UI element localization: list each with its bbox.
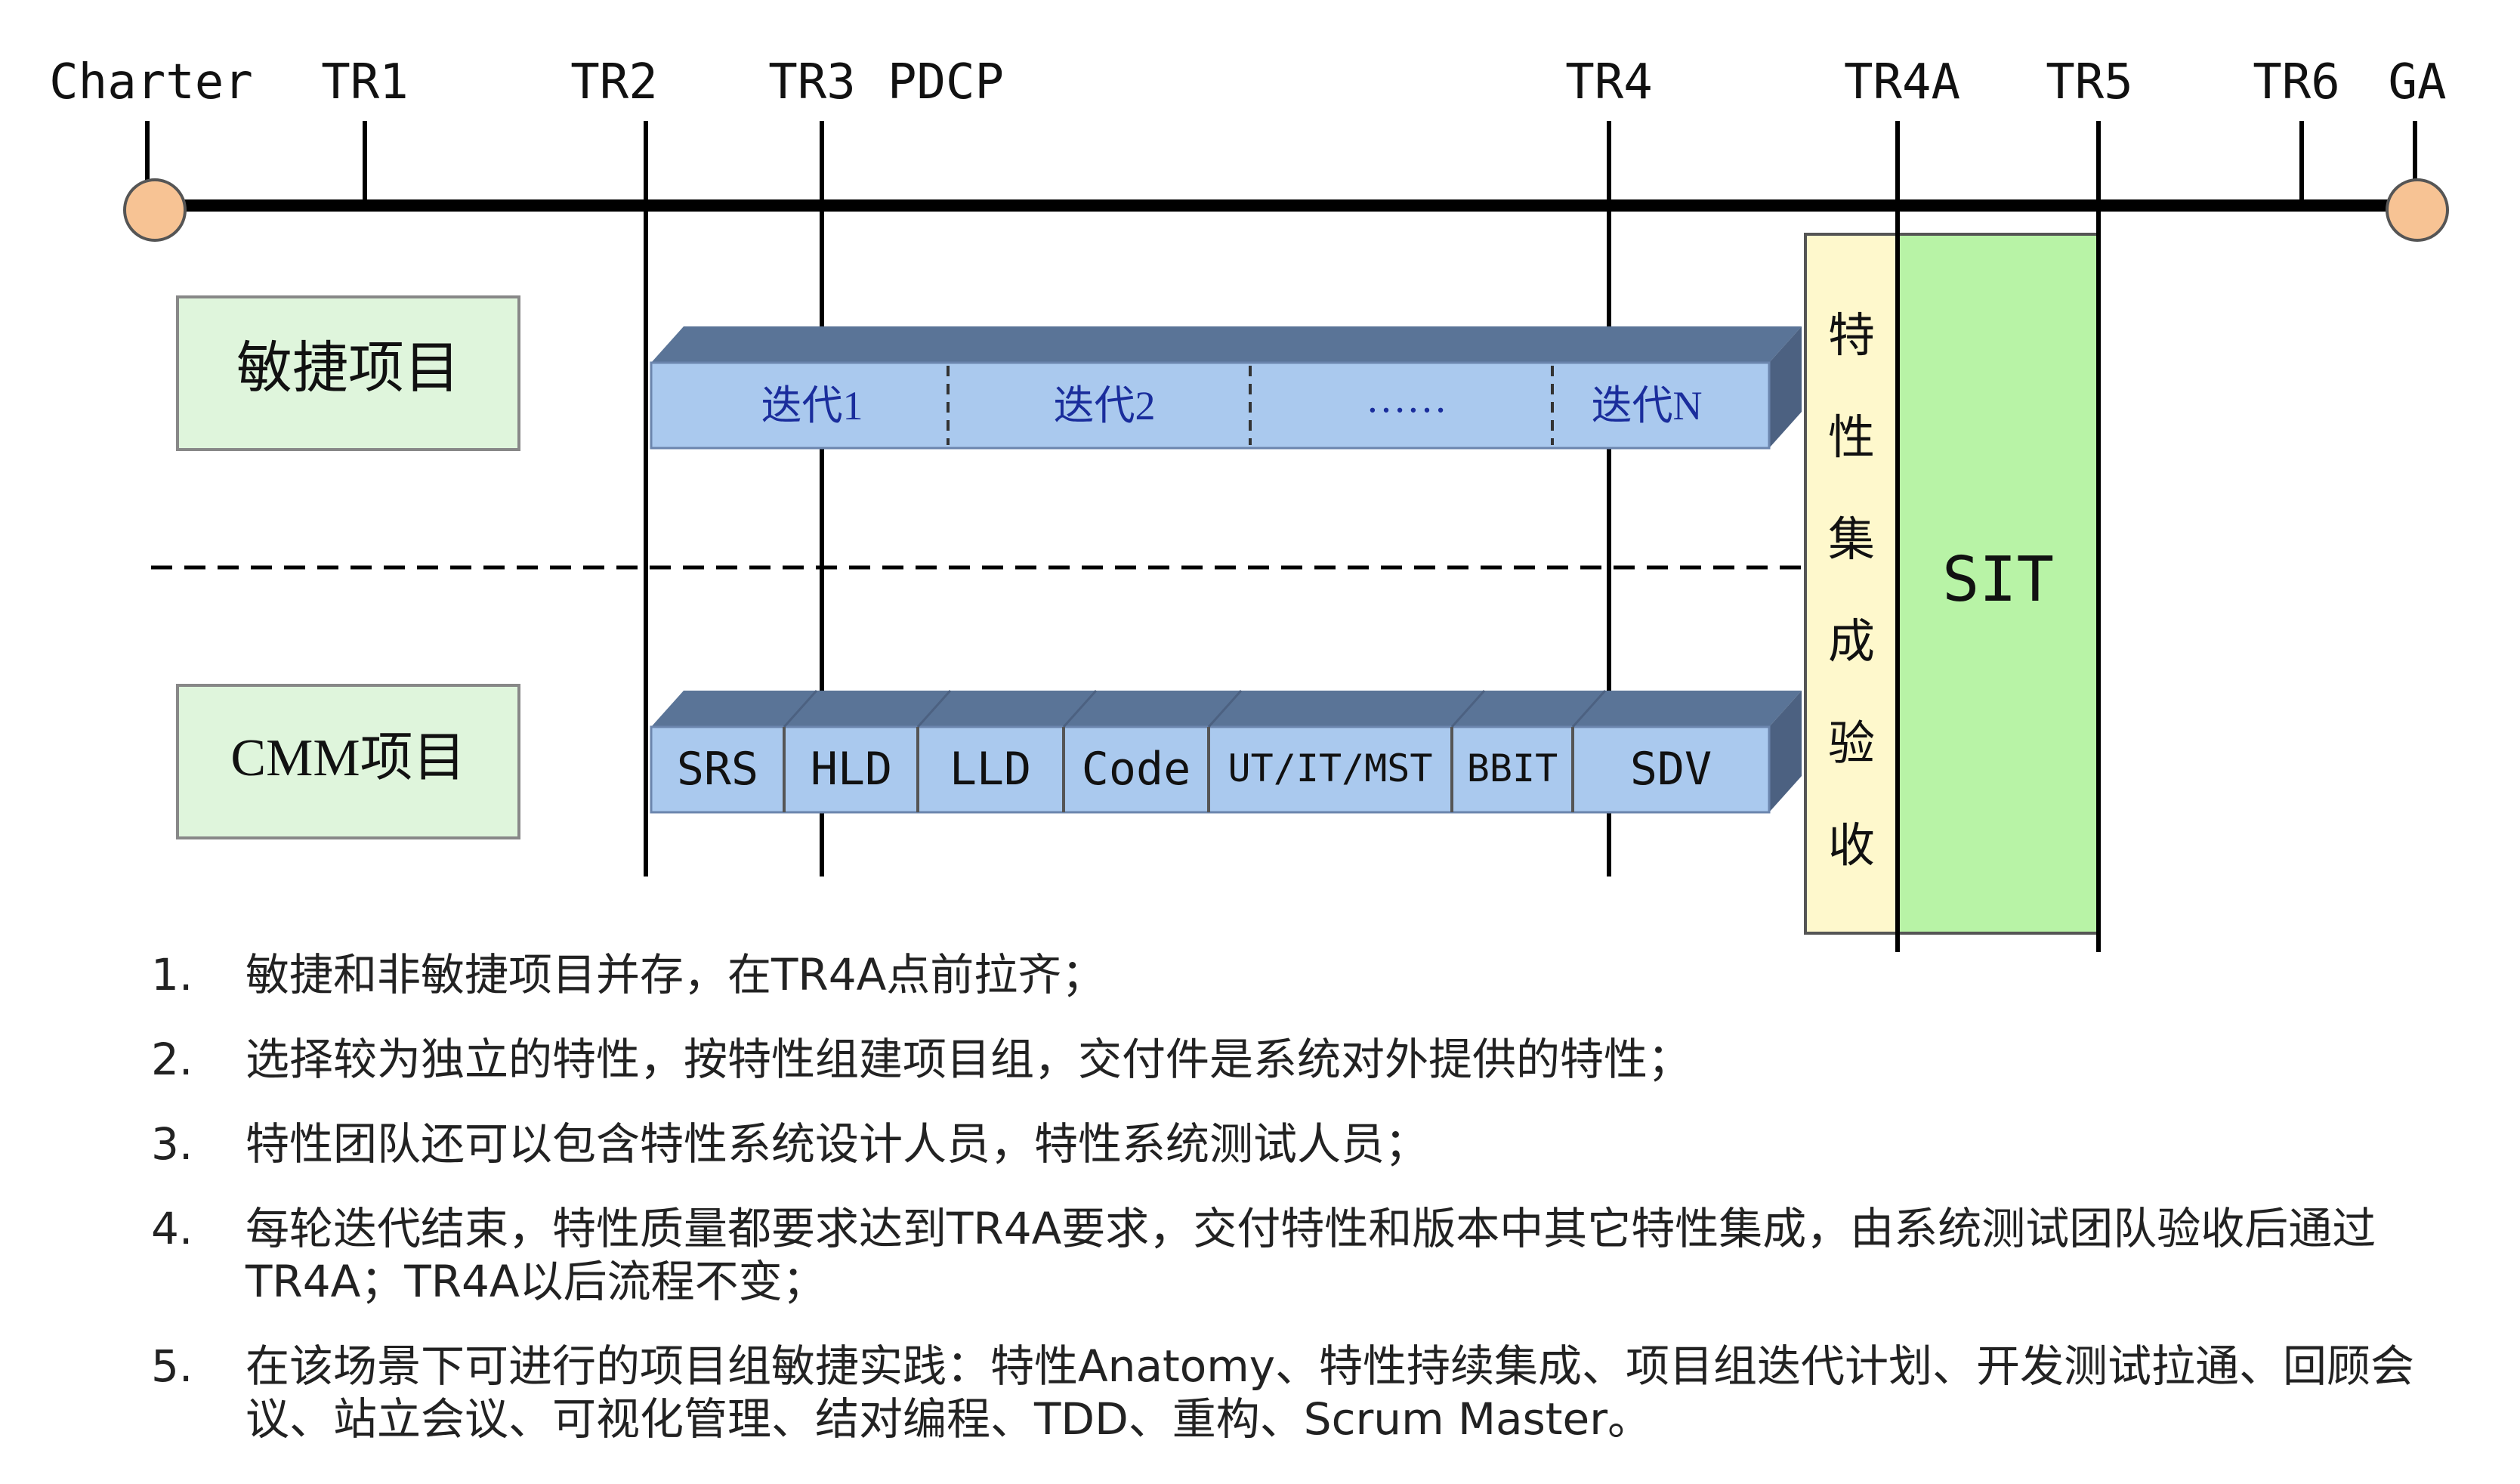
label-pdcp: PDCP <box>888 54 1004 110</box>
agile-bar-side <box>1769 326 1802 448</box>
note-text: 每轮迭代结束，特性质量都要求达到TR4A要求，交付特性和版本中其它特性集成，由系… <box>246 1203 2376 1307</box>
label-tr4: TR4 <box>1565 54 1653 110</box>
note-text: 选择较为独立的特性，按特性组建项目组，交付件是系统对外提供的特性； <box>246 1034 1692 1085</box>
note-number: 3. <box>151 1118 193 1170</box>
note-item: 1. 敏捷和非敏捷项目并存，在TR4A点前拉齐； <box>151 948 2455 1001</box>
sit-box <box>1896 233 2100 935</box>
phase-sdv: SDV <box>1630 743 1712 796</box>
notes-list: 1. 敏捷和非敏捷项目并存，在TR4A点前拉齐； 2. 选择较为独立的特性，按特… <box>151 948 2455 1477</box>
phase-srs: SRS <box>677 743 758 796</box>
note-number: 2. <box>151 1034 193 1085</box>
feature-acceptance-char: 性 <box>1828 413 1875 464</box>
cmm-bar-side <box>1769 691 1802 812</box>
agile-label: 敏捷项目 <box>236 338 460 400</box>
feature-acceptance-char: 收 <box>1828 821 1875 872</box>
phase-hld: HLD <box>811 743 892 796</box>
agile-label-box <box>176 295 520 451</box>
label-tr3: TR3 <box>768 54 856 110</box>
agile-bar-front <box>650 361 1771 450</box>
cmm-label: CMM项目 <box>230 729 465 787</box>
cmm-phase-dividers <box>783 727 1574 812</box>
feature-acceptance-box <box>1804 233 1899 935</box>
phase-lld: LLD <box>950 743 1031 796</box>
label-tr2: TR2 <box>570 54 658 110</box>
feature-acceptance-char: 成 <box>1828 617 1875 668</box>
feature-acceptance-char: 验 <box>1828 719 1875 770</box>
iteration-n: 迭代N <box>1592 383 1703 428</box>
cmm-label-box <box>176 684 520 839</box>
feature-acceptance-label: 特 性 集 成 验 收 <box>1828 311 1875 872</box>
note-text: 敏捷和非敏捷项目并存，在TR4A点前拉齐； <box>246 949 1106 1000</box>
iteration-1: 迭代1 <box>761 383 863 428</box>
label-tr1: TR1 <box>321 54 409 110</box>
process-diagram: Charter TR1 TR2 TR3 PDCP TR4 TR4A TR5 TR… <box>49 54 2449 952</box>
label-charter: Charter <box>49 54 253 110</box>
feature-acceptance-char: 特 <box>1828 311 1875 362</box>
note-item: 2. 选择较为独立的特性，按特性组建项目组，交付件是系统对外提供的特性； <box>151 1033 2455 1086</box>
cmm-top-dividers <box>783 689 1607 728</box>
note-text: 特性团队还可以包含特性系统设计人员，特性系统测试人员； <box>246 1118 1429 1170</box>
iteration-2: 迭代2 <box>1054 383 1156 428</box>
note-number: 1. <box>151 949 193 1000</box>
note-item: 4. 每轮迭代结束，特性质量都要求达到TR4A要求，交付特性和版本中其它特性集成… <box>151 1202 2455 1308</box>
agile-iteration-bar: 迭代1 迭代2 …… 迭代N <box>650 326 1802 450</box>
sit-label: SIT <box>1942 544 2054 616</box>
phase-bbit: BBIT <box>1467 747 1558 790</box>
note-item: 5. 在该场景下可进行的项目组敏捷实践：特性Anatomy、特性持续集成、项目组… <box>151 1340 2455 1445</box>
phase-ut-it-mst: UT/IT/MST <box>1228 747 1433 790</box>
note-text: 在该场景下可进行的项目组敏捷实践：特性Anatomy、特性持续集成、项目组迭代计… <box>246 1340 2415 1445</box>
timeline-start-dot <box>123 178 187 242</box>
cmm-phase-bar: SRS HLD LLD Code UT/IT/MST BBIT SDV <box>650 689 1802 814</box>
note-number: 5. <box>151 1340 193 1392</box>
milestone-labels: Charter TR1 TR2 TR3 PDCP TR4 TR4A TR5 TR… <box>49 54 2446 110</box>
timeline-end-dot <box>2386 178 2449 242</box>
feature-acceptance-char: 集 <box>1828 515 1875 566</box>
label-tr5: TR5 <box>2046 54 2133 110</box>
label-ga: GA <box>2388 54 2446 110</box>
agile-bar-top <box>651 326 1802 363</box>
label-tr4a: TR4A <box>1844 54 1960 110</box>
note-item: 3. 特性团队还可以包含特性系统设计人员，特性系统测试人员； <box>151 1118 2455 1170</box>
note-number: 4. <box>151 1203 193 1254</box>
iteration-ellipsis: …… <box>1366 376 1447 421</box>
label-tr6: TR6 <box>2253 54 2340 110</box>
phase-code: Code <box>1082 743 1191 796</box>
